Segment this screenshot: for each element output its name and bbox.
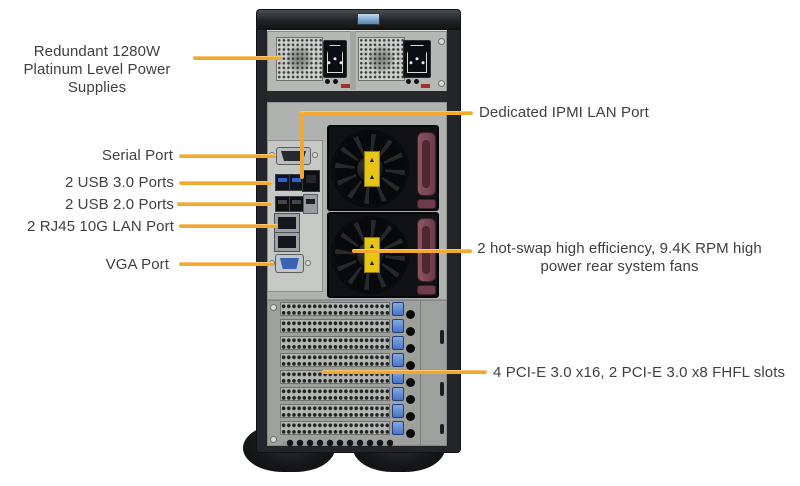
vent-slit <box>440 382 444 396</box>
pci-slot-latch[interactable] <box>392 421 404 435</box>
vent-slit <box>440 330 444 344</box>
pci-slot-cover <box>280 387 390 401</box>
psu-left-grille <box>276 37 323 81</box>
usb2-port <box>275 196 290 212</box>
usb2-port <box>289 196 304 212</box>
screw <box>270 436 277 443</box>
callout-line-fans <box>352 249 472 253</box>
callout-line-ipmi-h <box>300 111 473 115</box>
label-usb3-ports: 2 USB 3.0 Ports <box>64 174 174 191</box>
label-psu: Redundant 1280W Platinum Level Power Sup… <box>4 43 190 97</box>
psu-left-fan <box>280 41 319 77</box>
pci-slot-cover <box>280 421 390 435</box>
fan-tab-top[interactable] <box>417 199 436 209</box>
chassis-hole <box>406 429 415 438</box>
pci-slot-cover <box>280 404 390 418</box>
rj45-lan-port-2 <box>274 232 300 252</box>
callout-line-usb3 <box>179 181 272 185</box>
rj45-lan-port-1 <box>274 213 300 233</box>
screw <box>270 304 277 311</box>
screw <box>438 38 445 45</box>
chassis-hole <box>406 412 415 421</box>
pci-slot-latch[interactable] <box>392 387 404 401</box>
label-rear-fans: 2 hot-swap high efficiency, 9.4K RPM hig… <box>462 240 777 276</box>
label-lan-ports: 2 RJ45 10G LAN Port <box>27 218 174 235</box>
callout-line-usb2 <box>177 202 272 206</box>
callout-line-lan <box>179 224 278 228</box>
callout-line-psu <box>193 56 282 60</box>
psu-right-fan <box>362 41 401 77</box>
fan-latch-top[interactable] <box>417 132 436 196</box>
chassis-hole <box>406 344 415 353</box>
warning-label-icon: ▲▲ <box>364 237 380 273</box>
ipmi-lan-port <box>302 170 320 192</box>
fan-tab-bottom[interactable] <box>417 285 436 295</box>
pci-slot-latch[interactable] <box>392 302 404 316</box>
label-serial-port: Serial Port <box>101 147 173 164</box>
psu-divider <box>350 31 356 90</box>
psu-left-release-tab[interactable] <box>341 84 350 88</box>
psu-right-led <box>414 79 419 84</box>
psu-right-release-tab[interactable] <box>421 84 430 88</box>
psu-left-ac-inlet <box>323 40 347 78</box>
callout-line-serial <box>179 154 276 158</box>
screw <box>312 152 318 158</box>
screw <box>305 260 311 266</box>
callout-line-vga <box>179 262 274 266</box>
psu-right-grille <box>358 37 405 81</box>
chassis-hole <box>406 310 415 319</box>
psu-left-led <box>325 79 330 84</box>
usb3-port <box>275 174 290 191</box>
chassis-hole <box>406 395 415 404</box>
psu-left-led <box>333 79 338 84</box>
chassis-hole <box>406 361 415 370</box>
bottom-vent-holes <box>283 437 393 447</box>
vga-port <box>275 254 304 273</box>
pci-slot-cover <box>280 353 390 367</box>
callout-line-pcie <box>322 370 487 374</box>
label-ipmi-port: Dedicated IPMI LAN Port <box>479 104 649 121</box>
label-fans-line1: 2 hot-swap high efficiency, 9.4K RPM hig… <box>477 240 762 257</box>
psu-right-led <box>406 79 411 84</box>
vent-slit <box>440 424 444 434</box>
pci-slot-latch[interactable] <box>392 353 404 367</box>
label-psu-line2: Platinum Level Power Supplies <box>23 61 171 96</box>
pci-slot-cover <box>280 336 390 350</box>
label-fans-line2: power rear system fans <box>540 258 699 275</box>
callout-line-ipmi-v <box>300 111 304 179</box>
label-psu-line1: Redundant 1280W <box>33 43 161 60</box>
warning-label-icon: ▲▲ <box>364 151 380 187</box>
label-usb2-ports: 2 USB 2.0 Ports <box>64 196 174 213</box>
psu-right-ac-inlet <box>403 40 431 78</box>
section-divider <box>267 91 447 102</box>
usb-stack-port <box>303 194 318 214</box>
chassis-badge <box>357 13 380 25</box>
screw <box>438 80 445 87</box>
pci-slot-latch[interactable] <box>392 336 404 350</box>
pci-slot-latch[interactable] <box>392 319 404 333</box>
pci-slot-cover <box>280 319 390 333</box>
chassis-hole <box>406 378 415 387</box>
pci-slot-latch[interactable] <box>392 404 404 418</box>
label-pcie-slots: 4 PCI-E 3.0 x16, 2 PCI-E 3.0 x8 FHFL slo… <box>493 364 786 381</box>
label-vga-port: VGA Port <box>105 256 169 273</box>
chassis-hole <box>406 327 415 336</box>
pci-slot-cover <box>280 302 390 316</box>
serial-port <box>276 147 311 165</box>
